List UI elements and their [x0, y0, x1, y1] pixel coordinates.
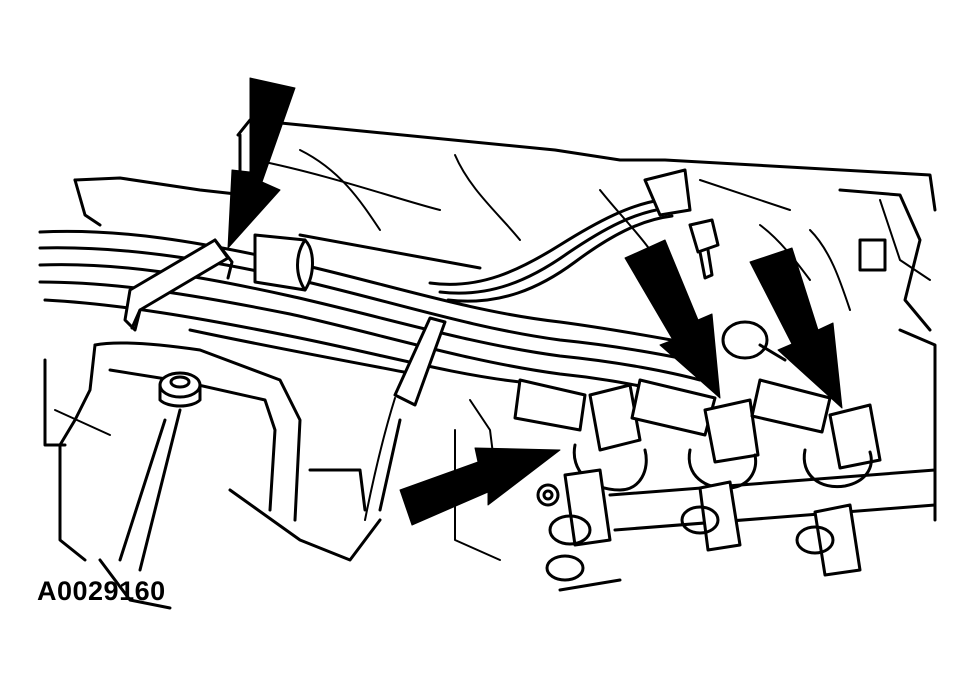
lower-coil-connector-arrow	[399, 447, 561, 526]
harness-strap	[123, 238, 234, 332]
connector-bolt	[536, 483, 560, 507]
right-coil-connector-arrow	[749, 247, 843, 409]
coil-connector-3	[750, 378, 882, 577]
tie-strap	[364, 316, 447, 521]
fuel-rail	[558, 468, 937, 592]
mounting-stud	[688, 218, 787, 362]
sensor-wire	[428, 168, 692, 303]
wiring-harness-retainer-arrow	[227, 77, 296, 249]
coil-connector-1	[513, 378, 648, 582]
figure-id-label: A0029160	[37, 576, 166, 606]
middle-coil-connector-arrow	[624, 239, 721, 399]
coil-connector-2	[630, 378, 760, 552]
callout-arrows	[227, 77, 843, 526]
lower-intake-housing	[43, 341, 402, 610]
